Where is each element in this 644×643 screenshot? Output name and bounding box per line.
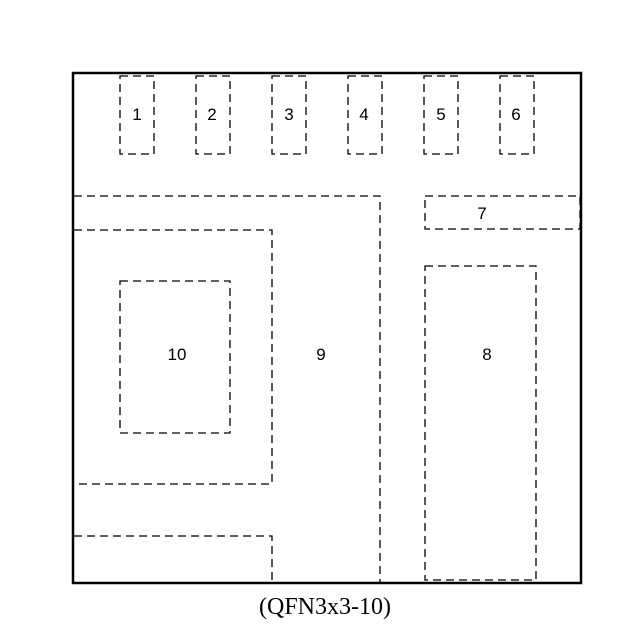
pad-6 <box>499 75 535 155</box>
pin-label-3: 3 <box>284 105 293 124</box>
pad-10 <box>119 280 231 434</box>
pin-label-10: 10 <box>168 345 187 364</box>
package-outline <box>71 71 583 585</box>
pad-1 <box>119 75 155 155</box>
pin-label-4: 4 <box>359 105 368 124</box>
pin-label-7: 7 <box>477 204 486 223</box>
pad-7 <box>424 195 581 230</box>
package-caption: (QFN3x3-10) <box>259 594 391 620</box>
pad-3 <box>271 75 307 155</box>
pad-2 <box>195 75 231 155</box>
pad-9 <box>74 195 381 582</box>
pad-4 <box>347 75 383 155</box>
pad-8 <box>424 265 537 581</box>
pin-label-9: 9 <box>316 345 325 364</box>
pin-label-5: 5 <box>436 105 445 124</box>
pin-label-8: 8 <box>482 345 491 364</box>
pin-label-2: 2 <box>207 105 216 124</box>
pin-label-6: 6 <box>511 105 520 124</box>
pin-label-1: 1 <box>132 105 141 124</box>
pad-5 <box>423 75 459 155</box>
